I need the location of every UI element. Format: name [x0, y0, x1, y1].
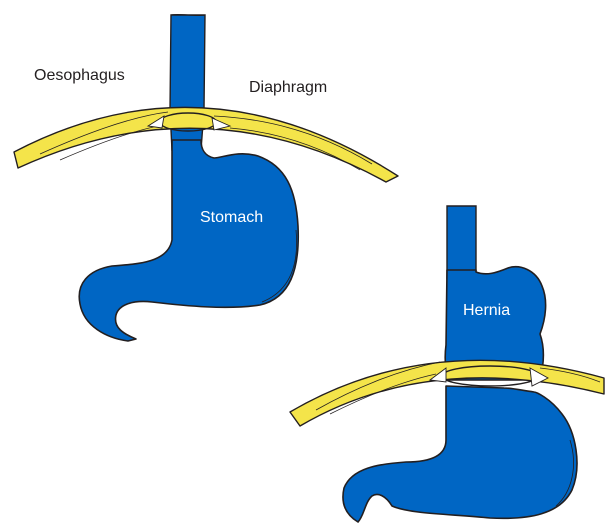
label-hernia: Hernia	[463, 302, 510, 319]
hernia-stomach	[343, 386, 577, 522]
normal-stomach	[79, 140, 298, 341]
label-oesophagus: Oesophagus	[34, 67, 125, 84]
hernia-oesophagus	[447, 206, 476, 278]
normal-anatomy	[14, 14, 398, 341]
label-stomach: Stomach	[200, 209, 263, 226]
hernia-anatomy	[290, 206, 604, 522]
label-diaphragm: Diaphragm	[249, 79, 327, 96]
